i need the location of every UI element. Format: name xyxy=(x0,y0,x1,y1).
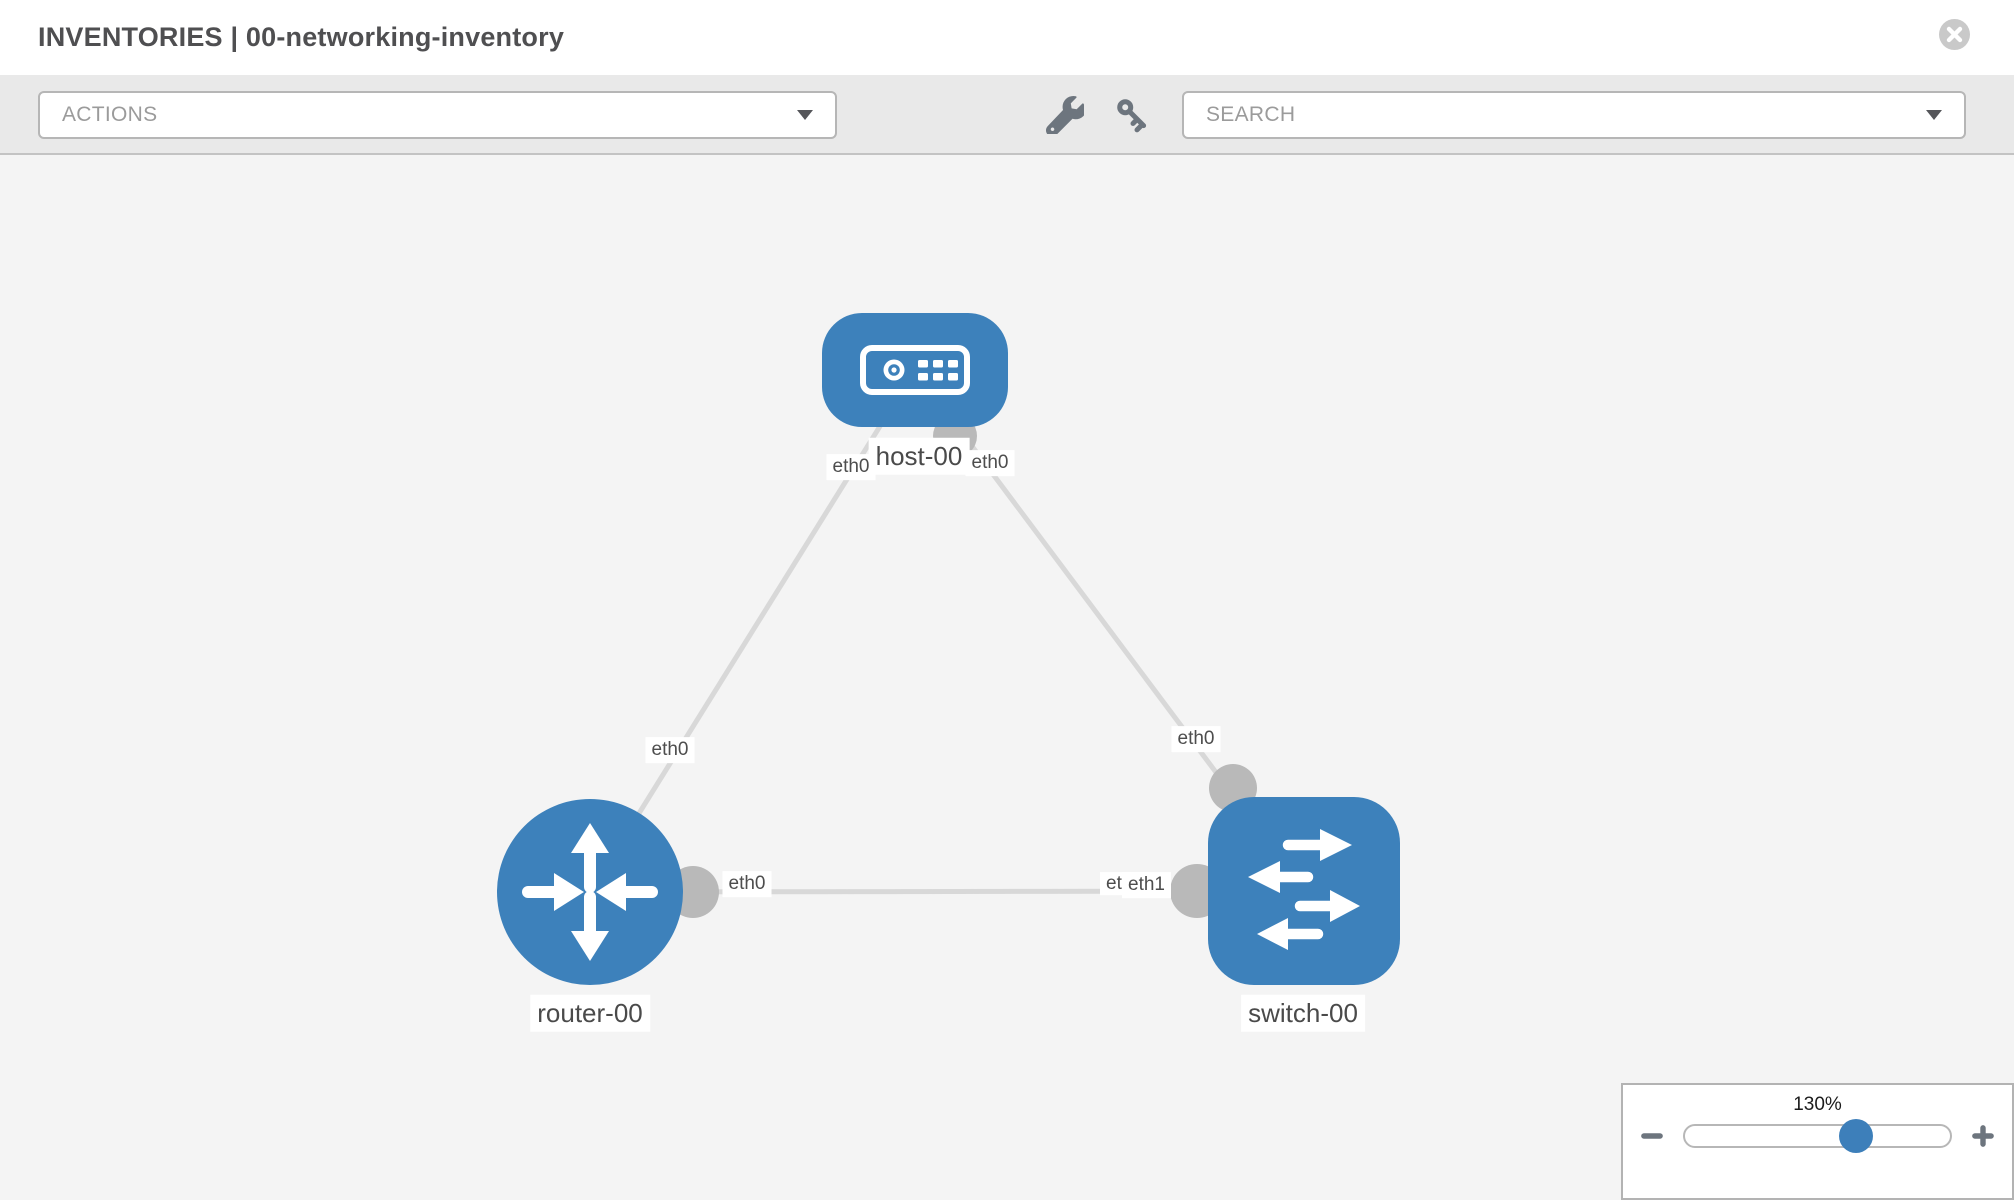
node-label-switch: switch-00 xyxy=(1241,994,1365,1032)
iface-label: eth0 xyxy=(965,450,1015,476)
configure-button[interactable] xyxy=(1044,94,1086,136)
chevron-down-icon xyxy=(797,110,813,120)
node-host[interactable] xyxy=(822,313,1008,427)
host-icon xyxy=(860,345,970,395)
wrench-icon xyxy=(1046,96,1084,134)
minus-icon xyxy=(1641,1133,1663,1139)
iface-label: eth0 xyxy=(645,737,695,763)
topology-canvas[interactable]: host-00 router-00 switch-00 eth0 eth0 et… xyxy=(0,155,2014,1200)
interface-ports xyxy=(667,414,1257,918)
close-button[interactable] xyxy=(1939,19,1970,50)
toolbar: ACTIONS SEARCH xyxy=(0,75,2014,155)
zoom-level-readout: 130% xyxy=(1793,1094,1842,1115)
actions-dropdown[interactable]: ACTIONS xyxy=(38,91,837,139)
chevron-down-icon xyxy=(1926,110,1942,120)
iface-label: eth1 xyxy=(1122,872,1171,898)
iface-label: eth0 xyxy=(826,454,876,480)
zoom-slider-handle[interactable] xyxy=(1838,1119,1873,1153)
zoom-in-button[interactable] xyxy=(1970,1123,1996,1149)
close-icon xyxy=(1946,26,1963,43)
iface-label-overlap: eth0 eth1 xyxy=(1100,872,1171,898)
iface-label: eth0 xyxy=(722,871,772,897)
key-icon xyxy=(1117,99,1147,133)
zoom-panel: 130% xyxy=(1621,1083,2014,1200)
node-switch[interactable] xyxy=(1208,797,1400,985)
search-dropdown[interactable]: SEARCH xyxy=(1182,91,1966,139)
zoom-slider-track[interactable] xyxy=(1683,1119,1952,1153)
search-dropdown-label: SEARCH xyxy=(1206,103,1296,126)
actions-dropdown-label: ACTIONS xyxy=(62,103,158,126)
page-header: INVENTORIES | 00-networking-inventory xyxy=(0,0,2014,75)
credentials-button[interactable] xyxy=(1112,94,1154,136)
router-icon xyxy=(522,823,658,961)
node-router[interactable] xyxy=(497,799,683,985)
plus-icon xyxy=(1972,1125,1994,1147)
zoom-out-button[interactable] xyxy=(1639,1123,1665,1149)
page-title: INVENTORIES | 00-networking-inventory xyxy=(38,22,565,52)
iface-label: eth0 xyxy=(1171,726,1221,752)
node-label-router: router-00 xyxy=(530,994,650,1032)
node-label-host: host-00 xyxy=(868,437,970,475)
switch-icon xyxy=(1248,829,1360,950)
